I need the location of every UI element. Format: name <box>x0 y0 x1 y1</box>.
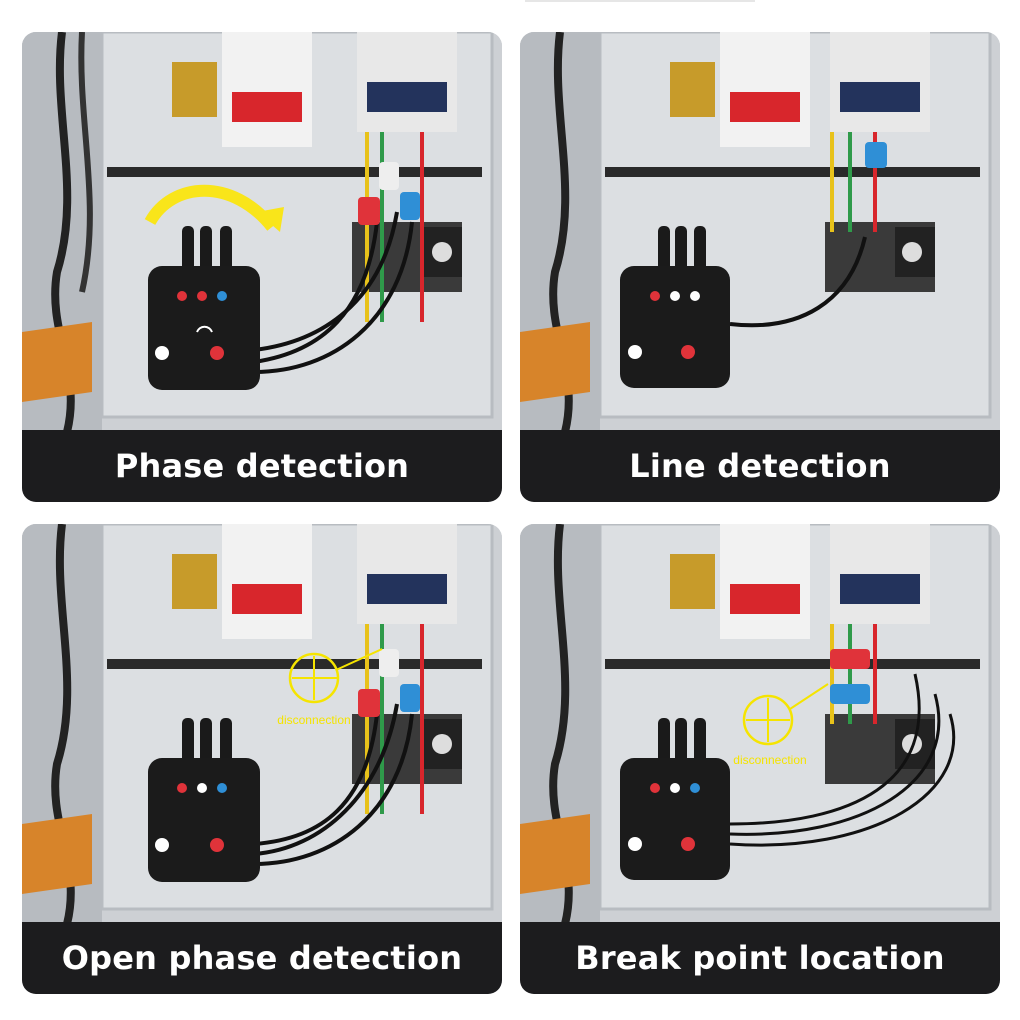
top-divider <box>525 0 755 2</box>
disconnection-callout: disconnection <box>277 648 383 727</box>
caption-bar: Open phase detection <box>22 922 502 994</box>
panel-break-point-location: disconnection Break point location <box>520 524 1000 994</box>
panel-line-detection: Line detection <box>520 32 1000 502</box>
panel-caption: Phase detection <box>114 447 410 485</box>
cabinet-photo: disconnection <box>520 524 1000 924</box>
phase-detector-device <box>620 758 730 880</box>
cabinet-photo: disconnection <box>22 524 502 924</box>
phase-detector-device <box>148 758 260 882</box>
phase-detector-device <box>148 266 260 390</box>
panel-caption: Break point location <box>575 939 945 977</box>
panel-phase-detection: Phase detection <box>22 32 502 502</box>
disconnection-callout: disconnection <box>733 683 829 767</box>
panel-caption: Line detection <box>629 447 891 485</box>
caption-bar: Break point location <box>520 922 1000 994</box>
callout-label: disconnection <box>277 713 350 727</box>
panel-caption: Open phase detection <box>61 939 463 977</box>
callout-label: disconnection <box>733 753 806 767</box>
cabinet-photo <box>520 32 1000 432</box>
panel-open-phase-detection: disconnection Open phase detection <box>22 524 502 994</box>
caption-bar: Line detection <box>520 430 1000 502</box>
rotation-arrow <box>144 184 277 231</box>
phase-detector-device <box>620 266 730 388</box>
caption-bar: Phase detection <box>22 430 502 502</box>
cabinet-photo <box>22 32 502 432</box>
